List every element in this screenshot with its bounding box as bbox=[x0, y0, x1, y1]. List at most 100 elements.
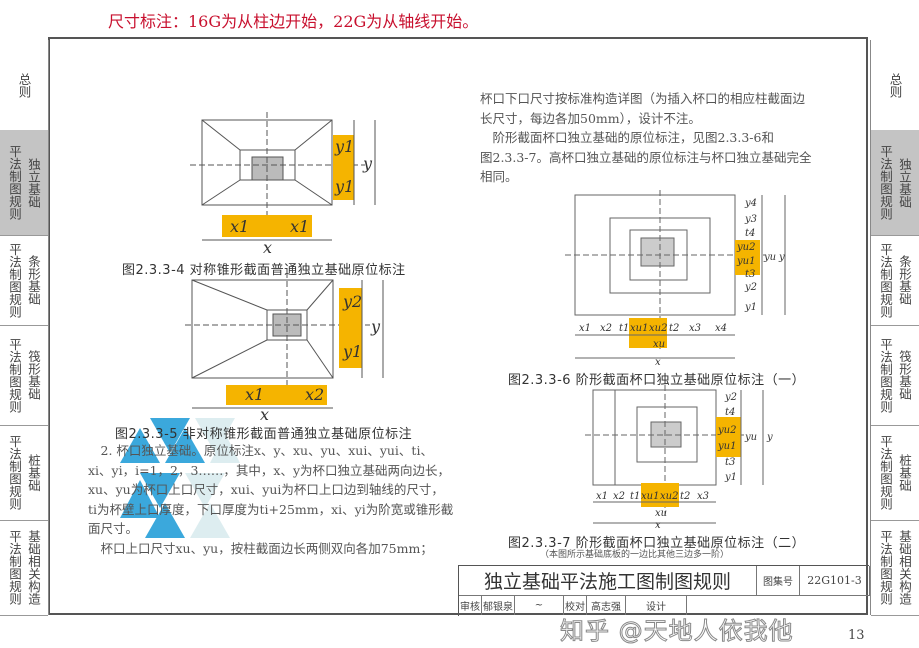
side-tab-label: 桩基础 bbox=[897, 453, 912, 492]
side-tab-sub: 平法制图规则 bbox=[878, 145, 893, 220]
side-tab-label: 筏形基础 bbox=[897, 350, 912, 400]
figure-2-3-3-4: x1 x1 x y1 y1 y bbox=[190, 112, 376, 257]
dim-x3: x3 bbox=[689, 323, 701, 334]
side-tab[interactable]: 平法制图规则独立基础 bbox=[0, 130, 48, 236]
figure-note: （本图所示基础底板的一边比其他三边多一阶） bbox=[540, 550, 730, 560]
title-block: 独立基础平法施工图制图规则 图集号 22G101-3 审核 郁银泉 ~ 校对 高… bbox=[458, 565, 870, 616]
dim-xu: xu bbox=[655, 508, 667, 519]
dim-yu: yu bbox=[744, 432, 757, 443]
figure-caption: 图2.3.3-7 阶形截面杯口独立基础原位标注（二） bbox=[508, 536, 806, 551]
dim-yu2: yu2 bbox=[736, 242, 755, 253]
dim-y2: y2 bbox=[724, 392, 737, 403]
dim-xu1: xu1 bbox=[641, 491, 659, 502]
text-line: 杯口上口尺寸xu、yu，按柱截面边长两侧双向各加75mm； bbox=[88, 540, 433, 556]
text-line: ti为杯壁上口厚度，下口厚度为ti+25mm，xi、yi为阶宽或锥形截 bbox=[88, 501, 454, 517]
dim-y1: y1 bbox=[334, 177, 354, 196]
side-tab[interactable]: 平法制图规则独立基础 bbox=[871, 130, 919, 236]
text-line: 阶形截面杯口独立基础的原位标注，见图2.3.3-6和 bbox=[480, 130, 774, 146]
atlas-label: 图集号 bbox=[757, 566, 800, 596]
dim-x2: x2 bbox=[305, 385, 324, 404]
side-tab-label: 总则 bbox=[887, 72, 903, 98]
top-annotation: 尺寸标注：16G为从柱边开始，22G为从轴线开始。 bbox=[108, 12, 479, 31]
side-tab[interactable]: 平法制图规则桩基础 bbox=[0, 425, 48, 521]
dim-xu1: xu1 bbox=[630, 323, 648, 334]
dim-xu2: xu2 bbox=[649, 323, 667, 334]
side-tab-label: 条形基础 bbox=[897, 255, 912, 305]
side-tab-sub: 平法制图规则 bbox=[7, 145, 22, 220]
side-tab-sub: 平法制图规则 bbox=[878, 435, 893, 510]
side-tab[interactable]: 平法制图规则筏形基础 bbox=[0, 325, 48, 426]
side-tab-sub: 平法制图规则 bbox=[878, 337, 893, 413]
left-paragraph: 2. 杯口独立基础。原位标注x、y、xu、yu、xui、yui、ti、 xi、yi… bbox=[88, 441, 458, 559]
dim-x: x bbox=[655, 357, 661, 365]
side-tab-sub: 平法制图规则 bbox=[7, 242, 22, 318]
right-paragraph: 杯口下口尺寸按标准构造详图（为插入杯口的相应柱截面边长尺寸，每边各加50mm），… bbox=[480, 89, 860, 187]
dim-y2: y2 bbox=[342, 292, 362, 311]
text-line: 长尺寸，每边各加50mm），设计不注。 bbox=[480, 110, 701, 126]
text-line: xi、yi，i=1，2，3……，其中，x、y为杯口独立基础两向边长， bbox=[88, 462, 451, 478]
dim-y1: y1 bbox=[724, 472, 737, 483]
side-tab[interactable]: 平法制图规则条形基础 bbox=[0, 235, 48, 326]
side-tab[interactable]: 平法制图规则基础相关构造 bbox=[0, 520, 48, 616]
design-label: 设计 bbox=[626, 596, 687, 615]
dim-x1: x1 bbox=[230, 217, 249, 236]
side-tab-label: 基础相关构造 bbox=[26, 530, 41, 605]
dim-x1: x1 bbox=[245, 385, 264, 404]
logo-triangle bbox=[140, 473, 180, 508]
dim-y1: y1 bbox=[342, 342, 362, 361]
review-label: 审核 bbox=[459, 596, 482, 615]
dim-x: x bbox=[655, 520, 661, 530]
dim-t3: t3 bbox=[745, 269, 755, 280]
dim-x4: x4 bbox=[715, 323, 727, 334]
figure-2-3-3-5: x1 x2 x y2 y1 y bbox=[185, 272, 384, 422]
watermark-logo bbox=[120, 418, 240, 538]
dim-x1: x1 bbox=[596, 491, 608, 502]
figure-2-3-3-7: x1 x2 t1 xu1 xu2 t2 x3 xu x y1 t3 yu1 yu… bbox=[585, 385, 773, 530]
side-tab-sub: 平法制图规则 bbox=[878, 530, 893, 605]
dim-t1: t1 bbox=[630, 491, 640, 502]
dim-t4: t4 bbox=[725, 407, 735, 418]
reviewer-signature: ~ bbox=[515, 596, 564, 615]
side-tab[interactable]: 平法制图规则条形基础 bbox=[871, 235, 919, 326]
dim-yu: yu bbox=[763, 252, 776, 263]
dim-y: y bbox=[778, 252, 785, 263]
text-line: 相同。 bbox=[480, 169, 518, 185]
left-side-tabs: 总则平法制图规则独立基础平法制图规则条形基础平法制图规则筏形基础平法制图规则桩基… bbox=[0, 40, 49, 616]
side-tab[interactable]: 平法制图规则基础相关构造 bbox=[871, 520, 919, 616]
side-tab[interactable]: 总则 bbox=[0, 40, 48, 131]
dim-y3: y3 bbox=[744, 214, 757, 225]
dim-x2: x2 bbox=[613, 491, 625, 502]
dim-t1: t1 bbox=[619, 323, 629, 334]
dim-x1: x1 bbox=[579, 323, 591, 334]
text-line: 2. 杯口独立基础。原位标注x、y、xu、yu、xui、yui、ti、 bbox=[88, 443, 433, 458]
text-line: xu、yu为杯口上口尺寸，xui、yui为杯口上口边到轴线的尺寸， bbox=[88, 482, 444, 498]
dim-x2: x2 bbox=[600, 323, 612, 334]
logo-triangle bbox=[120, 428, 160, 463]
text-line: 杯口下口尺寸按标准构造详图（为插入杯口的相应柱截面边 bbox=[480, 91, 806, 106]
figure-2-3-3-6: x1 x2 t1 xu1 xu2 t2 x3 x4 xu x y1 y2 t3 … bbox=[565, 190, 786, 365]
text-line: 图2.3.3-7。高杯口独立基础的原位标注与杯口独立基础完全 bbox=[480, 149, 812, 165]
dim-yu1: yu1 bbox=[736, 256, 755, 267]
logo-triangle bbox=[145, 503, 185, 538]
side-tab-label: 总则 bbox=[16, 72, 32, 98]
side-tab-label: 筏形基础 bbox=[26, 350, 41, 400]
dim-y: y bbox=[766, 432, 773, 443]
dim-y4: y4 bbox=[744, 198, 757, 209]
drawing-title: 独立基础平法施工图制图规则 bbox=[459, 566, 757, 596]
side-tab[interactable]: 平法制图规则桩基础 bbox=[871, 425, 919, 521]
side-tab[interactable]: 总则 bbox=[871, 40, 919, 131]
side-tab[interactable]: 平法制图规则筏形基础 bbox=[871, 325, 919, 426]
dim-xu2: xu2 bbox=[660, 491, 678, 502]
reviewer-name: 郁银泉 bbox=[482, 596, 515, 615]
text-line: 面尺寸。 bbox=[88, 521, 139, 537]
dim-y2: y2 bbox=[744, 282, 757, 293]
logo-triangle bbox=[165, 428, 205, 463]
dim-y1: y1 bbox=[744, 302, 757, 313]
check-label: 校对 bbox=[564, 596, 587, 615]
figure-caption: 图2.3.3-4 对称锥形截面普通独立基础原位标注 bbox=[122, 263, 406, 278]
dim-yu1: yu1 bbox=[717, 441, 736, 452]
side-tab-sub: 平法制图规则 bbox=[7, 435, 22, 510]
right-side-tabs: 总则平法制图规则独立基础平法制图规则条形基础平法制图规则筏形基础平法制图规则桩基… bbox=[870, 40, 919, 616]
dim-x3: x3 bbox=[697, 491, 709, 502]
dim-t3: t3 bbox=[725, 457, 735, 468]
